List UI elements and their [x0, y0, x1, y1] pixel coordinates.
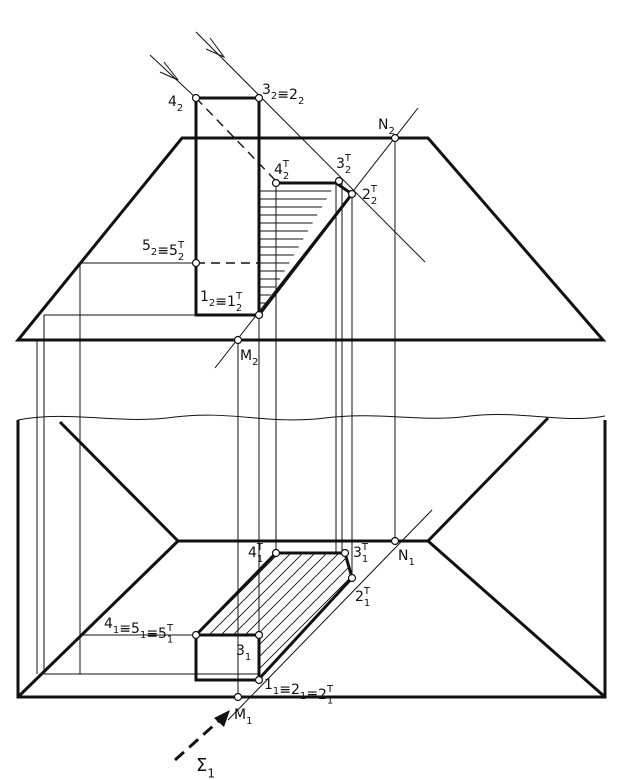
point-n-1	[390, 536, 400, 546]
chimney-front	[194, 96, 261, 317]
shadow-hatch-plan	[196, 553, 352, 680]
point-3-1	[254, 630, 264, 640]
label-sigma: Σ1	[196, 755, 215, 780]
point-4t-1	[271, 548, 281, 558]
ray-line-3	[195, 31, 426, 263]
roof-trapezoid-front	[14, 136, 607, 342]
label-n-1: N1	[398, 548, 415, 568]
point-4-1	[191, 630, 201, 640]
label-3-1: 31	[236, 643, 251, 663]
point-2t-1	[347, 573, 357, 583]
shadow-outline-front	[257, 181, 355, 316]
point-3t-1	[340, 548, 350, 558]
arrow-head-3	[205, 37, 226, 59]
plan-hip-left-bottom	[16, 539, 180, 699]
plan-hip-left-top	[58, 420, 180, 543]
hidden-edge-diagonal	[195, 97, 277, 182]
label-4-2: 42	[168, 94, 183, 114]
point-1-2	[254, 310, 264, 320]
point-3t-2	[334, 176, 344, 186]
ray-line-4	[149, 54, 197, 99]
point-4t-2	[271, 178, 281, 188]
plan-hip-right-bottom	[427, 539, 606, 699]
label-m-2: M2	[240, 348, 258, 368]
point-4-2	[191, 93, 201, 103]
point-m-1	[233, 692, 243, 702]
label-m-1: M1	[234, 707, 252, 727]
plan-hip-right-top	[426, 416, 550, 543]
section-line-plan	[227, 509, 433, 721]
label-3-2: 32≡22	[262, 82, 304, 107]
point-3-2	[254, 93, 264, 103]
point-2t-2	[347, 189, 357, 199]
plan-outline	[16, 420, 607, 699]
label-n-2: N2	[378, 117, 395, 137]
point-1-1	[254, 675, 264, 685]
point-n-2	[390, 133, 400, 143]
point-m-2	[233, 335, 243, 345]
point-5-2	[191, 258, 201, 268]
break-line	[17, 413, 606, 421]
shadow-hatch-front	[259, 190, 336, 304]
chimney-plan	[194, 633, 261, 682]
sigma-arrow-head	[214, 710, 230, 727]
sigma-trace-line	[174, 716, 223, 762]
arrow-head-4	[159, 61, 179, 81]
